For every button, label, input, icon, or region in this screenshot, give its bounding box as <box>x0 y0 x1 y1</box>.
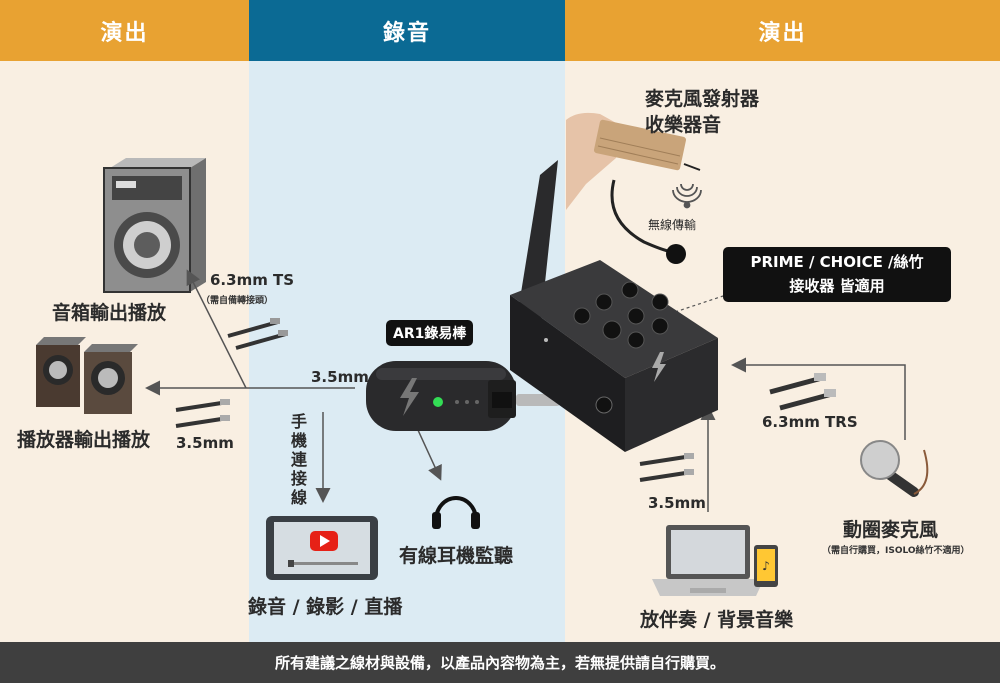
bookshelf-speakers-icon <box>36 337 138 414</box>
ts-cable-label: 6.3mm TS <box>210 271 295 289</box>
phone-cable-label: 手機連接線 <box>291 412 308 507</box>
receiver-unit-icon <box>510 160 718 452</box>
svg-text:♪: ♪ <box>762 559 770 573</box>
wireless-signal-icon <box>672 183 702 209</box>
wireless-label: 無線傳輸 <box>648 218 697 232</box>
mic-transmitter-label-2: 收樂器音 <box>645 114 722 136</box>
cable-plug-icon <box>175 399 230 428</box>
backing-track-label: 放伴奏 / 背景音樂 <box>640 609 794 631</box>
receiver-pointer <box>674 291 736 313</box>
footer-note: 所有建議之線材與設備，以產品內容物為主，若無提供請自行購買。 <box>0 642 1000 683</box>
dynamic-mic-label: 動圈麥克風 <box>843 519 939 541</box>
header-right: 演出 <box>565 0 1000 61</box>
receiver-compat-box: PRIME / CHOICE /絲竹 接收器 皆適用 <box>723 247 951 302</box>
mic-transmitter-label-1: 麥克風發射器 <box>645 88 760 110</box>
cable-plug-icon <box>639 453 694 482</box>
phone-music-icon: ♪ <box>754 545 778 587</box>
receiver-compat-line-1: PRIME / CHOICE /絲竹 <box>750 253 924 271</box>
laptop-icon <box>652 525 764 596</box>
middle-35mm-label: 3.5mm <box>311 368 369 386</box>
handheld-mic-icon <box>860 440 929 497</box>
header-middle: 錄音 <box>249 0 565 61</box>
header-left: 演出 <box>0 0 249 61</box>
headphone-label: 有線耳機監聽 <box>399 545 514 567</box>
cable-plug-icon <box>227 318 288 350</box>
receiver-compat-line-2: 接收器 皆適用 <box>789 277 885 295</box>
arrow-to-headphones <box>417 429 442 481</box>
speaker-output-label: 音箱輸出播放 <box>52 302 167 324</box>
left-35mm-label: 3.5mm <box>176 434 234 452</box>
ts-cable-note: （需自備轉接頭） <box>201 296 274 306</box>
player-output-label: 播放器輸出播放 <box>17 429 151 451</box>
trs-cable-label: 6.3mm TRS <box>762 413 858 431</box>
cable-plug-icon <box>769 373 836 411</box>
ar1-tag: AR1錄易棒 <box>386 320 474 346</box>
arrow-to-speaker <box>186 269 247 389</box>
record-label: 錄音 / 錄影 / 直播 <box>248 596 403 618</box>
dynamic-mic-note: （需自行購買，ISOLO絲竹不適用） <box>822 546 970 556</box>
headphones-icon <box>432 496 480 529</box>
tablet-youtube-icon <box>266 516 378 580</box>
clip-mic-transmitter-icon <box>566 112 701 264</box>
arrow-from-mic <box>731 357 906 440</box>
speaker-cabinet-icon <box>103 158 206 293</box>
ar1-dongle-icon <box>366 361 578 431</box>
right-35mm-label: 3.5mm <box>648 494 706 512</box>
